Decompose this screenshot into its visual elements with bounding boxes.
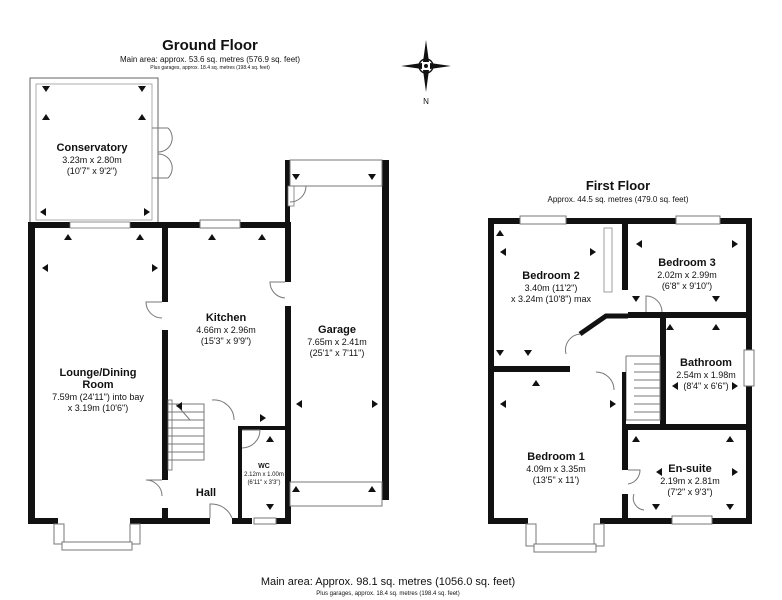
bedroom1-name: Bedroom 1 bbox=[527, 451, 584, 463]
kitchen-metric: 4.66m x 2.96m bbox=[196, 325, 256, 335]
bedroom1-imperial: (13'5" x 11') bbox=[533, 475, 580, 485]
conservatory-imperial: (10'7" x 9'2") bbox=[67, 166, 117, 176]
bathroom-metric: 2.54m x 1.98m bbox=[676, 370, 736, 380]
bathroom-imperial: (8'4" x 6'6") bbox=[683, 381, 728, 391]
ground-floor-walls bbox=[28, 77, 389, 551]
wc-metric: 2.12m x 1.00m bbox=[244, 472, 284, 478]
compass-icon bbox=[401, 40, 451, 92]
lounge-imperial: x 3.19m (10'6") bbox=[68, 403, 128, 413]
ground-floor-title: Ground Floor bbox=[162, 37, 258, 54]
bedroom3-imperial: (6'8" x 9'10") bbox=[662, 281, 712, 291]
ensuite-imperial: (7'2" x 9'3") bbox=[667, 487, 712, 497]
hall-name: Hall bbox=[196, 487, 216, 499]
kitchen-name: Kitchen bbox=[206, 312, 247, 324]
ground-floor-plus-garages: Plus garages, approx. 18.4 sq. metres (1… bbox=[150, 65, 270, 71]
first-floor-walls bbox=[488, 215, 755, 553]
ensuite-metric: 2.19m x 2.81m bbox=[660, 476, 720, 486]
garage-metric: 7.65m x 2.41m bbox=[307, 337, 367, 347]
first-floor-stairs-icon bbox=[625, 355, 661, 421]
ground-floor-main-area: Main area: approx. 53.6 sq. metres (576.… bbox=[120, 55, 300, 64]
bedroom3-metric: 2.02m x 2.99m bbox=[657, 270, 717, 280]
lounge-metric: 7.59m (24'11") into bay bbox=[52, 392, 144, 402]
bedroom3-name: Bedroom 3 bbox=[658, 257, 715, 269]
ground-floor-measure-arrows bbox=[40, 86, 378, 510]
bedroom2-name: Bedroom 2 bbox=[522, 270, 579, 282]
conservatory-name: Conservatory bbox=[57, 142, 129, 154]
ground-stairs-icon bbox=[168, 403, 205, 461]
garage-name: Garage bbox=[318, 324, 356, 336]
compass-north-label: N bbox=[423, 97, 429, 106]
first-floor-area: Approx. 44.5 sq. metres (479.0 sq. feet) bbox=[548, 195, 689, 204]
bedroom1-metric: 4.09m x 3.35m bbox=[526, 464, 586, 474]
conservatory-metric: 3.23m x 2.80m bbox=[62, 155, 122, 165]
footer-plus-garages: Plus garages, approx. 18.4 sq. metres (1… bbox=[316, 591, 459, 597]
first-floor-title: First Floor bbox=[586, 178, 650, 193]
lounge-name-line1: Lounge/Dining bbox=[60, 367, 137, 379]
wc-imperial: (6'11" x 3'3") bbox=[247, 480, 280, 486]
bedroom2-line1: 3.40m (11'2") bbox=[525, 283, 578, 293]
ensuite-name: En-suite bbox=[668, 463, 711, 475]
bedroom2-line2: x 3.24m (10'8") max bbox=[511, 294, 591, 304]
lounge-name-line2: Room bbox=[82, 379, 113, 391]
kitchen-imperial: (15'3" x 9'9") bbox=[201, 336, 251, 346]
garage-imperial: (25'1" x 7'11") bbox=[310, 348, 365, 358]
bathroom-name: Bathroom bbox=[680, 357, 732, 369]
wc-name: WC bbox=[258, 463, 270, 470]
first-floor-measure-arrows bbox=[496, 230, 738, 510]
footer-main-area: Main area: Approx. 98.1 sq. metres (1056… bbox=[261, 576, 515, 588]
